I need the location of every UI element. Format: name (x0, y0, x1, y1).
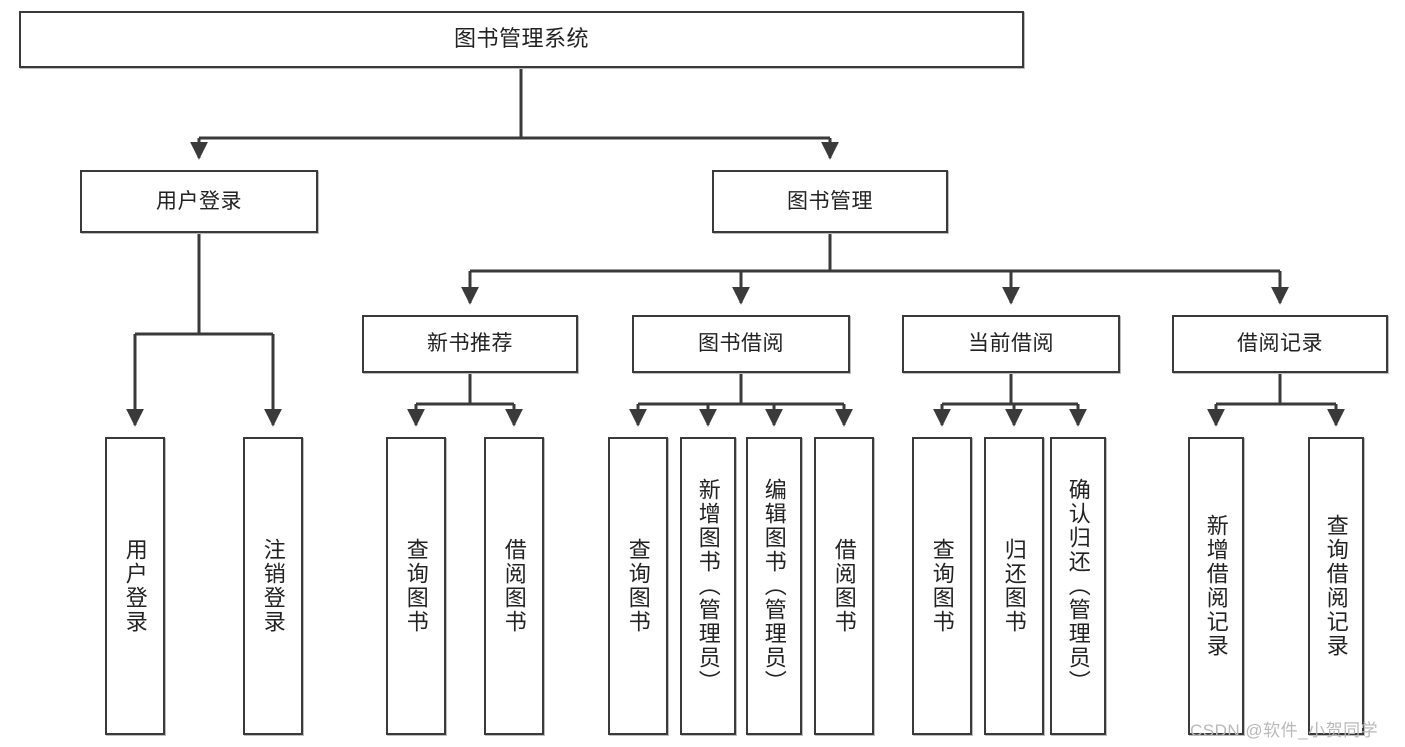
node-current-borrow[interactable]: 当前借阅 (902, 315, 1120, 373)
leaf-add-record[interactable]: 新增借阅记录 (1188, 437, 1244, 735)
node-root[interactable]: 图书管理系统 (19, 11, 1024, 68)
leaf-return-book[interactable]: 归还图书 (984, 437, 1044, 735)
leaf-borrow-book-2[interactable]: 借阅图书 (814, 437, 874, 735)
node-new-book-recommend[interactable]: 新书推荐 (362, 315, 578, 373)
leaf-query-book-2[interactable]: 查询图书 (608, 437, 668, 735)
leaf-edit-book[interactable]: 编辑图书（管理员） (746, 437, 802, 735)
leaf-query-book-3[interactable]: 查询图书 (912, 437, 972, 735)
leaf-confirm-return[interactable]: 确认归还（管理员） (1050, 437, 1106, 735)
leaf-query-record[interactable]: 查询借阅记录 (1308, 437, 1364, 735)
node-book-borrow[interactable]: 图书借阅 (632, 315, 850, 373)
node-user-login[interactable]: 用户登录 (80, 170, 318, 233)
leaf-user-login[interactable]: 用户登录 (105, 437, 165, 735)
leaf-query-book-1[interactable]: 查询图书 (386, 437, 446, 735)
leaf-logout-login[interactable]: 注销登录 (243, 437, 303, 735)
node-borrow-record[interactable]: 借阅记录 (1172, 315, 1388, 373)
node-book-manage[interactable]: 图书管理 (712, 170, 948, 233)
leaf-add-book[interactable]: 新增图书（管理员） (680, 437, 736, 735)
leaf-borrow-book-1[interactable]: 借阅图书 (484, 437, 544, 735)
